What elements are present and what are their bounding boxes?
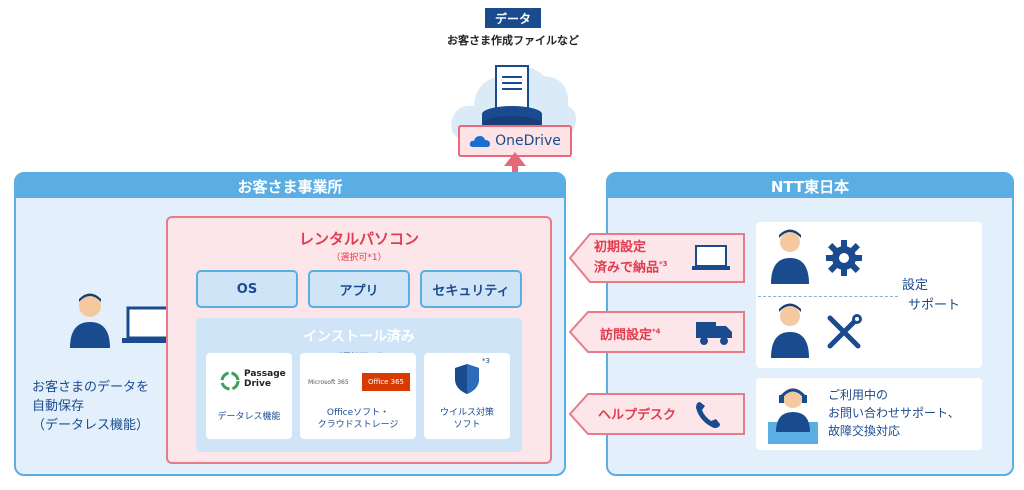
card-dataless-label: データレス機能 [217,412,281,422]
passage-drive-logo-icon [220,371,240,391]
visit-setup-line-1: 訪問設定 [600,328,653,343]
card-antivirus: *3 ウイルス対策 ソフト [424,353,510,439]
helpdesk-arrow [568,393,745,435]
office-365-logo: Office 365 [362,373,410,391]
onedrive-box: OneDrive [458,125,572,157]
auto-save-text: お客さまのデータを 自動保存 （データレス機能） [32,378,182,435]
rental-pc-title: レンタルパソコン [298,230,419,248]
document-icon [495,65,529,109]
support-text: 設定 サポート [902,276,960,316]
chip-app: アプリ [308,270,410,308]
initial-setup-line-1: 初期設定 [594,240,647,255]
truck-icon [696,322,716,338]
initial-setup-label: 初期設定 済みで納品*3 [594,240,668,276]
auto-save-line-2: 自動保存 [32,399,85,414]
card-office-label-2: クラウドストレージ [317,420,399,430]
chip-security: セキュリティ [420,270,522,308]
help-text: ご利用中の お問い合わせサポート、 故障交換対応 [828,386,960,440]
shield-icon [455,364,479,394]
support-divider [758,296,898,297]
operator-icon [768,388,818,444]
chip-os: OS [196,270,298,308]
staff-icon-1 [771,229,809,284]
card-antivirus-label-2: ソフト [453,420,481,430]
initial-setup-arrow [568,233,745,283]
antivirus-superscript: *3 [482,357,490,365]
initial-setup-line-2: 済みで納品 [594,260,660,276]
help-line-1: ご利用中の [828,388,889,402]
tools-icon [827,314,862,349]
visit-setup-arrow [568,311,745,353]
gear-icon [826,240,862,276]
card-antivirus-label-1: ウイルス対策 [439,408,494,418]
card-passage-drive: Passage Drive データレス機能 [206,353,292,439]
support-line-1: 設定 [902,278,929,293]
laptop-icon [695,245,727,267]
passage-drive-logo: Passage Drive [244,369,286,389]
staff-icon-2 [771,303,809,358]
customer-office-title: お客さま事業所 [16,174,564,198]
upload-arrow-head [504,152,526,166]
auto-save-line-3: （データレス機能） [32,418,150,433]
card-office-label-1: Officeソフト・ [326,408,390,418]
installed-title: インストール済み [303,329,415,345]
onedrive-cloud-icon [469,136,491,147]
help-line-2: お問い合わせサポート、 [828,406,960,420]
visit-setup-note: *4 [652,327,661,336]
microsoft-365-logo: Microsoft 365 [308,379,349,386]
user-with-laptop-icon [70,293,178,348]
phone-icon [696,402,720,428]
onedrive-label: OneDrive [495,133,561,149]
data-tag: データ [485,8,541,28]
rental-pc-note: （選択可*1） [331,253,387,263]
visit-setup-label: 訪問設定*4 [600,324,661,343]
ntt-east-title: NTT東日本 [608,174,1012,198]
card-office: Microsoft 365 Office 365 Officeソフト・ クラウド… [300,353,416,439]
help-line-3: 故障交換対応 [828,424,901,438]
data-subtitle: お客さま作成ファイルなど [447,34,579,47]
initial-setup-note: *3 [659,260,668,268]
support-line-2: サポート [908,298,961,313]
helpdesk-label: ヘルプデスク [598,408,677,423]
auto-save-line-1: お客さまのデータを [32,380,150,395]
